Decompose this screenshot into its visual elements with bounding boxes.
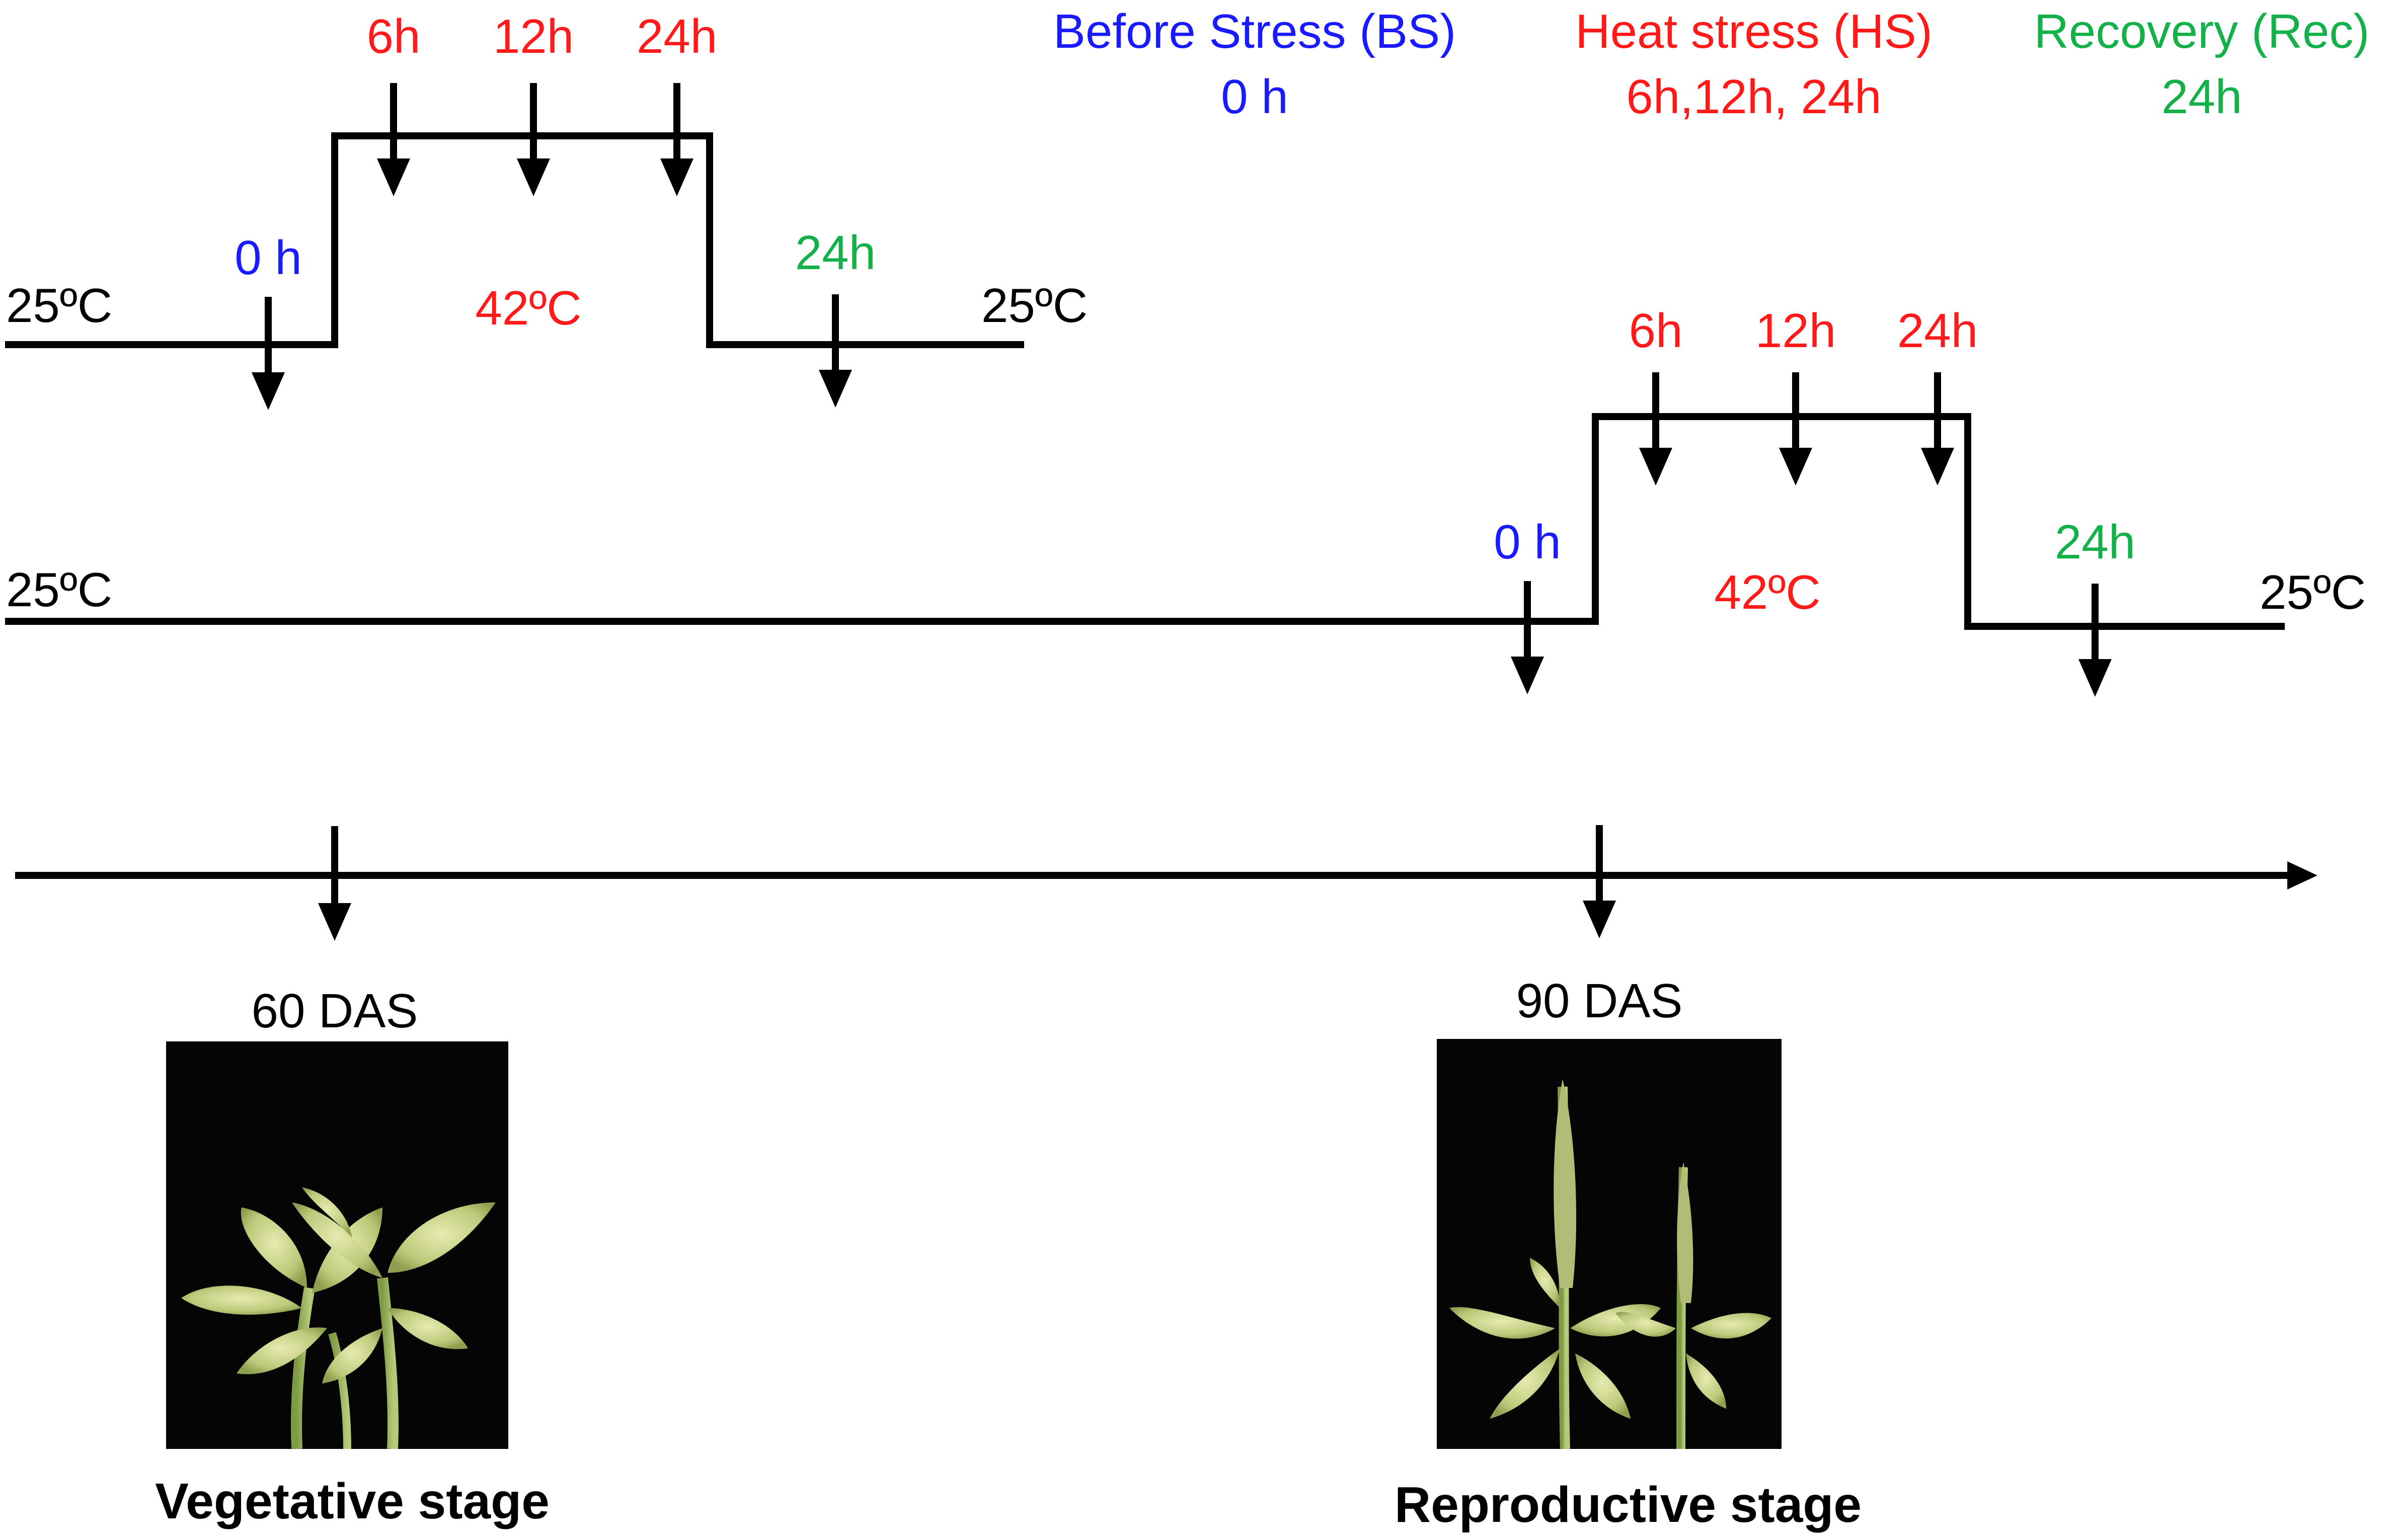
reproductive-inflorescence — [1677, 1162, 1693, 1303]
vegetative-temp-right: 25ºC — [981, 279, 1088, 333]
vegetative-profile-line — [5, 132, 1024, 348]
vegetative-temp-stress: 42ºC — [475, 281, 581, 335]
reproductive-heat-arrow-6h — [1639, 372, 1672, 485]
vegetative-leaf — [388, 1202, 496, 1273]
vegetative-sample-before-arrow — [252, 297, 285, 410]
reproductive-sample-before-arrow — [1511, 581, 1544, 694]
vegetative-heat-arrow-12h — [517, 83, 550, 196]
timeline-marker-60-das — [318, 826, 351, 941]
reproductive-sample-before-label: 0 h — [1494, 515, 1561, 569]
reproductive-das-label: 90 DAS — [1516, 974, 1683, 1028]
vegetative-temperature-profile: 25ºC 42ºC 25ºC 0 h 6h 12h 24h 24h — [5, 10, 1088, 410]
developmental-timeline: 60 DAS 90 DAS — [15, 825, 2317, 1038]
vegetative-leaf — [237, 1327, 327, 1374]
vegetative-sample-recovery-label: 24h — [795, 226, 876, 280]
reproductive-leaf — [1490, 1348, 1560, 1419]
vegetative-plant-photo — [166, 1041, 508, 1449]
reproductive-plant-photo — [1437, 1039, 1782, 1449]
reproductive-leaf — [1691, 1313, 1771, 1339]
vegetative-leaf — [322, 1328, 382, 1384]
vegetative-heat-arrow-6h — [377, 83, 410, 196]
vegetative-leaf — [302, 1187, 352, 1238]
vegetative-leaf — [388, 1308, 468, 1349]
timeline-marker-90-das — [1583, 825, 1616, 938]
timeline-arrowhead — [2287, 861, 2317, 889]
reproductive-temp-right: 25ºC — [2260, 565, 2366, 619]
reproductive-leaf — [1575, 1353, 1631, 1419]
reproductive-leaf — [1615, 1312, 1676, 1337]
vegetative-sample-heat-6h: 6h — [367, 10, 421, 63]
legend-before-value: 0 h — [1221, 70, 1288, 124]
reproductive-temperature-profile: 25ºC 42ºC 25ºC 0 h 6h 12h 24h 24h — [5, 304, 2366, 697]
legend-heat-title: Heat stress (HS) — [1575, 5, 1932, 58]
vegetative-heat-arrow-24h — [660, 83, 693, 196]
reproductive-recovery-arrow — [2078, 584, 2112, 697]
reproductive-leaf — [1686, 1353, 1726, 1409]
vegetative-temp-left: 25ºC — [6, 279, 112, 333]
legend-before-title: Before Stress (BS) — [1053, 5, 1456, 58]
reproductive-sample-recovery-label: 24h — [2055, 515, 2135, 569]
vegetative-leaf — [181, 1285, 302, 1315]
vegetative-leaf — [292, 1202, 382, 1278]
legend-recovery-value: 24h — [2161, 70, 2242, 124]
vegetative-leaf — [241, 1207, 307, 1288]
legend-recovery-title: Recovery (Rec) — [2034, 5, 2370, 58]
reproductive-leaf — [1449, 1307, 1555, 1339]
vegetative-sample-heat-12h: 12h — [493, 10, 574, 63]
vegetative-sample-before-label: 0 h — [235, 231, 301, 285]
reproductive-sample-heat-12h: 12h — [1755, 304, 1836, 358]
reproductive-temp-stress: 42ºC — [1714, 565, 1820, 619]
reproductive-temp-left: 25ºC — [6, 563, 112, 617]
reproductive-leaf — [1530, 1258, 1560, 1308]
reproductive-leaf — [1570, 1304, 1661, 1337]
reproductive-profile-line — [5, 413, 2285, 630]
reproductive-sample-heat-24h: 24h — [1897, 304, 1978, 358]
vegetative-recovery-arrow — [819, 294, 852, 408]
vegetative-stage-label: Vegetative stage — [155, 1473, 550, 1529]
reproductive-heat-arrow-24h — [1921, 372, 1954, 485]
legend-heat-value: 6h,12h, 24h — [1626, 70, 1881, 124]
vegetative-das-label: 60 DAS — [252, 984, 418, 1038]
reproductive-inflorescence — [1554, 1079, 1577, 1288]
reproductive-stage-label: Reproductive stage — [1395, 1477, 1862, 1533]
legend: Before Stress (BS) 0 h Heat stress (HS) … — [1053, 5, 2370, 124]
vegetative-sample-heat-24h: 24h — [637, 10, 717, 63]
reproductive-heat-arrow-12h — [1779, 372, 1812, 485]
reproductive-sample-heat-6h: 6h — [1629, 304, 1683, 358]
